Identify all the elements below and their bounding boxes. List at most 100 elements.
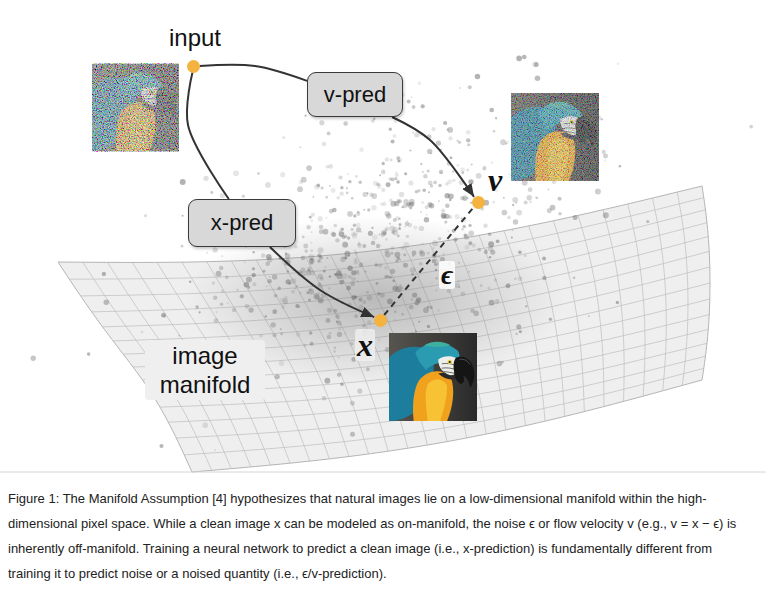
noise-sample-dot: [377, 292, 380, 295]
noise-sample-dot: [495, 117, 497, 119]
noise-sample-dot: [519, 330, 522, 333]
noise-sample-dot: [180, 179, 186, 185]
noise-sample-dot: [310, 242, 312, 244]
noise-sample-dot: [472, 244, 476, 248]
noise-sample-dot: [232, 308, 236, 312]
flow-arrow: [270, 247, 374, 317]
noise-sample-dot: [408, 180, 413, 185]
noise-sample-dot: [431, 282, 433, 284]
noise-sample-dot: [391, 246, 395, 250]
noise-sample-dot: [359, 263, 363, 267]
noise-sample-dot: [467, 143, 470, 146]
noise-sample-dot: [161, 313, 166, 318]
noise-sample-dot: [439, 170, 443, 174]
noise-sample-dot: [252, 282, 256, 286]
noise-sample-dot: [178, 335, 180, 337]
noise-sample-dot: [323, 270, 326, 273]
noise-sample-dot: [403, 242, 409, 248]
noise-sample-dot: [313, 293, 319, 299]
noise-sample-dot: [356, 223, 361, 228]
box-label: x-pred: [211, 210, 273, 236]
noise-sample-dot: [181, 245, 184, 248]
noise-sample-dot: [334, 346, 336, 348]
noise-sample-dot: [441, 209, 445, 213]
noise-sample-dot: [497, 361, 503, 367]
noise-sample-dot: [516, 210, 522, 216]
noise-sample-dot: [348, 255, 350, 257]
noise-sample-dot: [347, 236, 350, 239]
noise-sample-dot: [397, 234, 400, 237]
noise-sample-dot: [306, 165, 312, 171]
noise-sample-dot: [367, 320, 371, 324]
noise-sample-dot: [396, 286, 402, 292]
noise-sample-dot: [547, 208, 552, 213]
noise-sample-dot: [601, 118, 604, 121]
noise-sample-dot: [445, 203, 450, 208]
noise-sample-dot: [542, 276, 546, 280]
noise-sample-dot: [420, 211, 422, 213]
noise-sample-dot: [219, 266, 223, 270]
noise-sample-dot: [213, 247, 218, 252]
noise-sample-dot: [301, 268, 306, 273]
noise-sample-dot: [199, 311, 201, 313]
noise-sample-dot: [395, 173, 399, 177]
noise-sample-dot: [350, 401, 355, 406]
noise-sample-dot: [215, 311, 217, 313]
noise-sample-dot: [286, 279, 291, 284]
noise-sample-dot: [329, 275, 332, 278]
noise-sample-dot: [549, 318, 552, 321]
noise-sample-dot: [437, 255, 440, 258]
noise-sample-dot: [503, 197, 505, 199]
noise-sample-dot: [340, 186, 343, 189]
noise-sample-dot: [358, 298, 362, 302]
noise-sample-dot: [452, 170, 454, 172]
noisy-velocity-image: [511, 93, 599, 181]
noise-sample-dot: [414, 302, 418, 306]
noise-sample-dot: [297, 186, 303, 192]
noise-sample-dot: [299, 180, 303, 184]
dashed-connector: [384, 207, 474, 315]
noise-sample-dot: [375, 263, 378, 266]
noise-sample-dot: [355, 270, 359, 274]
noise-sample-dot: [385, 252, 391, 258]
noise-sample-dot: [438, 200, 440, 202]
noise-sample-dot: [427, 251, 430, 254]
noise-sample-dot: [512, 204, 514, 206]
noise-sample-dot: [342, 242, 348, 248]
noise-sample-dot: [477, 248, 481, 252]
noise-sample-dot: [357, 388, 362, 393]
noise-sample-dot: [324, 378, 330, 384]
edge-label: ϵ: [439, 261, 455, 289]
noise-sample-dot: [432, 240, 438, 246]
noise-sample-dot: [321, 261, 323, 263]
noise-sample-dot: [189, 280, 192, 283]
noise-sample-dot: [381, 188, 385, 192]
noise-sample-dot: [267, 257, 273, 263]
noise-sample-dot: [195, 305, 199, 309]
noise-sample-dot: [487, 287, 490, 290]
noise-sample-dot: [455, 214, 460, 219]
noise-sample-dot: [455, 283, 460, 288]
noise-sample-dot: [573, 215, 578, 220]
noise-sample-dot: [413, 225, 417, 229]
noise-sample-dot: [303, 244, 308, 249]
noise-sample-dot: [283, 299, 288, 304]
noise-sample-dot: [646, 220, 649, 223]
noise-sample-dot: [476, 173, 482, 179]
noise-sample-dot: [489, 256, 491, 258]
noise-sample-dot: [427, 169, 430, 172]
noise-sample-dot: [358, 274, 360, 276]
noise-sample-dot: [308, 299, 311, 302]
noise-sample-dot: [203, 176, 208, 181]
noise-sample-dot: [495, 299, 500, 304]
noise-sample-dot: [296, 332, 301, 337]
noise-sample-dot: [337, 332, 342, 337]
noise-sample-dot: [333, 350, 336, 353]
noise-sample-dot: [398, 199, 402, 203]
noise-sample-dot: [442, 253, 444, 255]
noise-sample-dot: [318, 216, 323, 221]
noise-sample-dot: [415, 190, 418, 193]
noise-sample-dot: [441, 213, 447, 219]
noise-sample-dot: [394, 319, 396, 321]
noise-sample-dot: [484, 250, 488, 254]
